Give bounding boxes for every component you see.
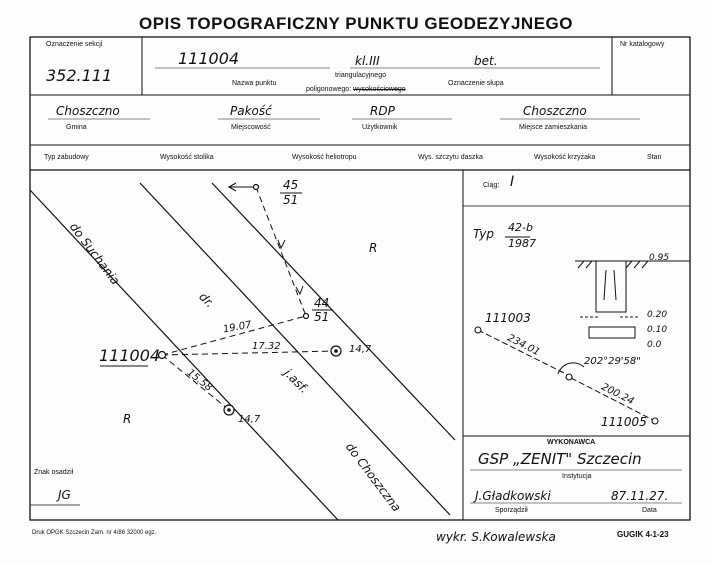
drawn-by: wykr. S.Kowalewska bbox=[436, 530, 556, 544]
date-label: Data bbox=[642, 507, 657, 514]
dist-line-3 bbox=[161, 354, 230, 411]
mark-2-label: 14,7 bbox=[238, 414, 261, 425]
depth-1: 0.20 bbox=[647, 310, 668, 320]
company-label: Instytucja bbox=[562, 473, 592, 480]
dist-line-1 bbox=[161, 315, 307, 356]
land-use-upper: R bbox=[369, 241, 378, 255]
traverse-point-right: 111005 bbox=[601, 415, 647, 429]
distance-2: 17.32 bbox=[252, 341, 281, 352]
point-a-bottom: 51 bbox=[283, 193, 299, 207]
dist-line-2 bbox=[161, 350, 337, 356]
user-value: RDP bbox=[370, 104, 395, 118]
traverse-point-left: 111003 bbox=[485, 311, 531, 325]
section-label: Oznaczenie sekcji bbox=[46, 41, 103, 48]
depth-top: 0.95 bbox=[649, 253, 670, 263]
point-type-2: poligonowego: wysokościowego bbox=[306, 86, 406, 93]
form-title: OPIS TOPOGRAFICZNY PUNKTU GEODEZYJNEGO bbox=[139, 14, 573, 33]
col-wys-daszka: Wys. szczytu daszka bbox=[418, 154, 483, 161]
miejscowosc-value: Pakość bbox=[230, 104, 272, 118]
point-b-marker bbox=[302, 312, 310, 320]
user-label: Użytkownik bbox=[362, 124, 398, 131]
col-wys-stolika: Wysokość stolika bbox=[160, 154, 214, 161]
point-material: bet. bbox=[474, 54, 498, 68]
dist-line-4 bbox=[255, 186, 307, 317]
executor-author: J.Gładkowski bbox=[475, 489, 551, 503]
residence-label: Miejsce zamieszkania bbox=[519, 124, 588, 131]
typ-bottom: 1987 bbox=[508, 237, 536, 250]
sign-value: JG bbox=[58, 488, 71, 502]
typ-top: 42-b bbox=[508, 221, 533, 234]
depth-3: 0.0 bbox=[647, 340, 662, 350]
main-point-marker bbox=[157, 350, 167, 360]
executor-header: WYKONAWCA bbox=[547, 439, 596, 446]
col-wys-heliotropu: Wysokość heliotropu bbox=[292, 154, 357, 161]
ciag-value: I bbox=[510, 174, 515, 190]
point-b-top: 44 bbox=[314, 296, 330, 310]
pillar-label: Oznaczenie słupa bbox=[448, 80, 504, 87]
gmina-value: Choszczno bbox=[56, 104, 120, 118]
form-code: GUGIK 4-1-23 bbox=[617, 530, 669, 539]
main-point-label: 111004 bbox=[99, 346, 161, 365]
executor-company: GSP „ZENIT" Szczecin bbox=[478, 450, 642, 468]
section-value: 352.111 bbox=[46, 66, 113, 85]
miejscowosc-label: Miejscowość bbox=[231, 124, 271, 131]
executor-date: 87.11.27. bbox=[611, 489, 669, 503]
road-lines bbox=[29, 182, 456, 521]
point-class: kl.III bbox=[355, 54, 380, 68]
point-a-marker bbox=[252, 183, 260, 191]
direction-arrow-icon bbox=[227, 182, 253, 192]
traverse-angle: 202°29'58" bbox=[584, 356, 641, 367]
typ-label: Typ bbox=[473, 227, 495, 241]
print-info: Druk OPGK Szczecin Zam. nr 4/86 32000 eg… bbox=[32, 530, 157, 536]
sign-label: Znak osadził bbox=[34, 469, 74, 476]
land-use-lower: R bbox=[123, 412, 132, 426]
col-typ-zabudowy: Typ zabudowy bbox=[44, 154, 89, 161]
point-number: 111004 bbox=[178, 49, 240, 68]
depth-2: 0.10 bbox=[647, 325, 668, 335]
point-b-bottom: 51 bbox=[314, 310, 330, 324]
gmina-label: Gmina bbox=[66, 124, 87, 131]
ciag-label: Ciąg: bbox=[483, 182, 500, 189]
author-label: Sporządził bbox=[495, 507, 528, 514]
mark-1-label: 14,7 bbox=[349, 344, 372, 355]
col-stan: Stan bbox=[647, 154, 662, 161]
point-name-label: Nazwa punktu bbox=[232, 80, 277, 87]
residence-value: Choszczno bbox=[523, 104, 587, 118]
col-wys-krzyzaka: Wysokość krzyżaka bbox=[534, 154, 596, 161]
catalog-label: Nr katalogowy bbox=[620, 41, 665, 48]
point-a-top: 45 bbox=[283, 178, 299, 192]
point-type-1: triangulacyjnego bbox=[335, 72, 386, 79]
